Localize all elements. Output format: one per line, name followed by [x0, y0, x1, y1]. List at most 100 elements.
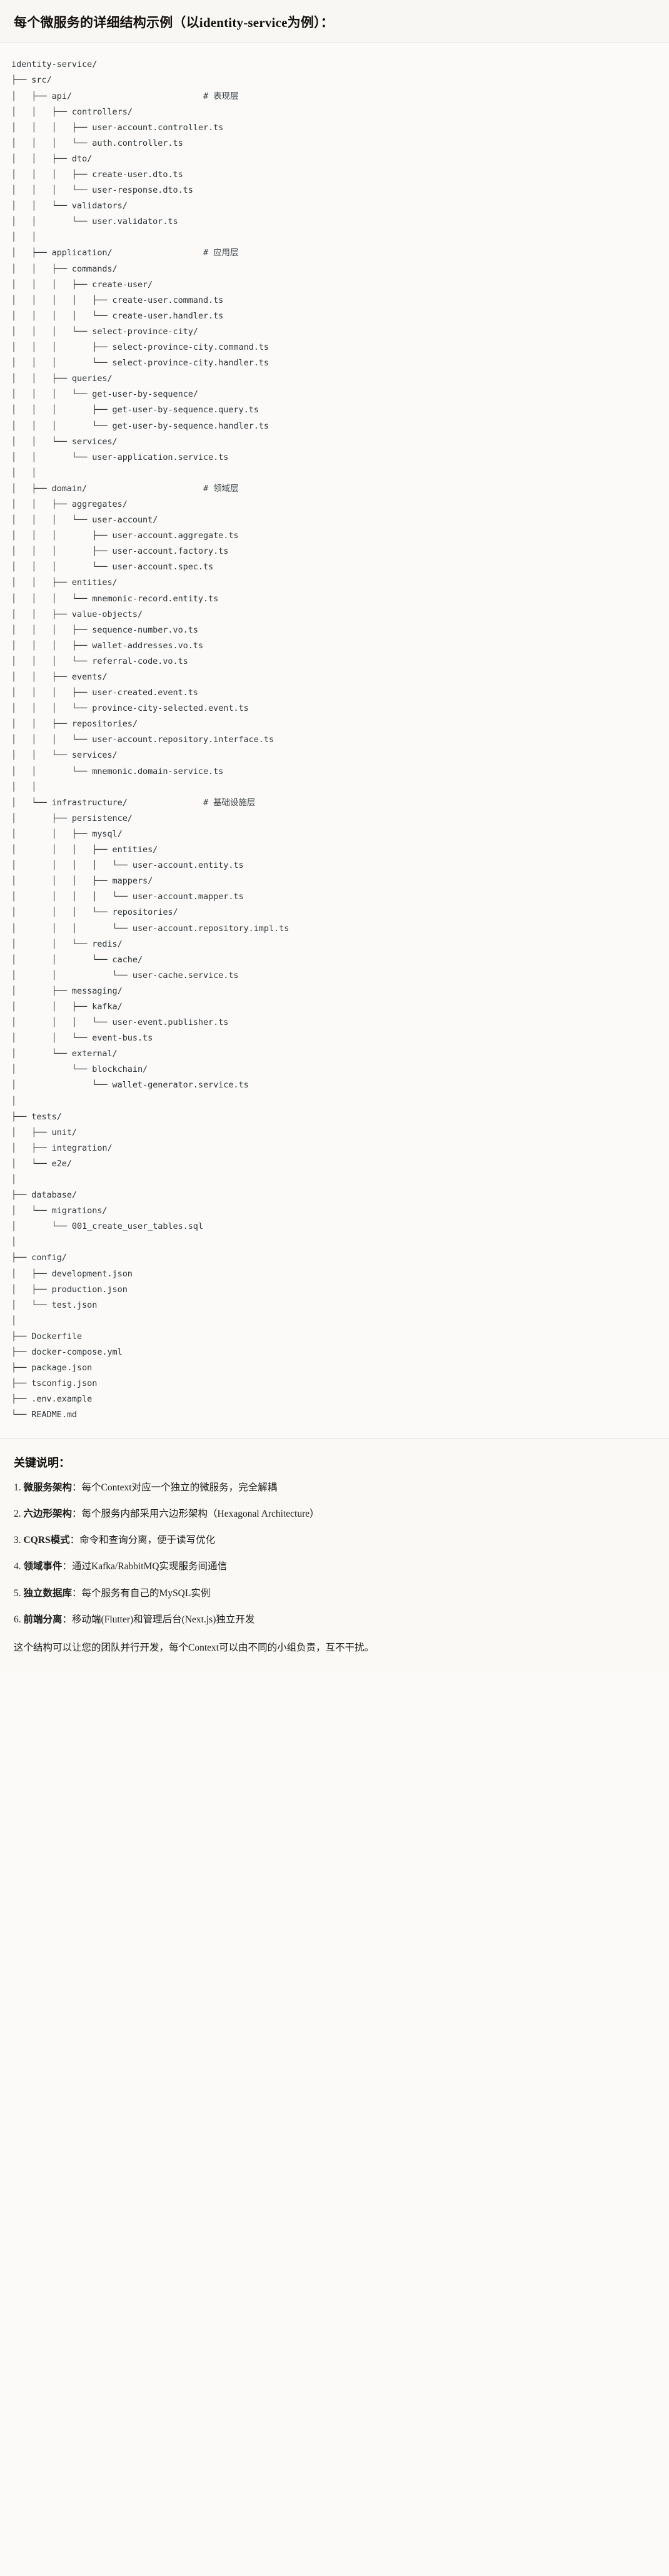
key-point-separator: ： [69, 1535, 80, 1545]
tree-line: │ │ ├── repositories/ [11, 719, 138, 730]
tree-line: │ │ [11, 781, 37, 792]
tree-line-comment: # 表现层 [203, 91, 239, 101]
tree-line: │ ├── integration/ [11, 1143, 113, 1153]
notes-divider [0, 1438, 669, 1439]
tree-line: │ │ └── redis/ [11, 939, 123, 949]
key-point-separator: ： [62, 1561, 73, 1572]
tree-line: │ [11, 1315, 17, 1326]
tree-line: ├── config/ [11, 1253, 67, 1263]
tree-line: │ │ │ ├── user-account.controller.ts [11, 122, 224, 133]
tree-line: │ │ │ │ ├── create-user.command.ts [11, 295, 224, 305]
tree-line: │ ├── development.json [11, 1268, 133, 1279]
tree-line: │ │ ├── dto/ [11, 153, 93, 164]
key-point-description: 每个服务内部采用六边形架构（Hexagonal Architecture） [81, 1508, 319, 1519]
tree-line: ├── tsconfig.json [11, 1378, 98, 1389]
tree-line: │ └── e2e/ [11, 1158, 72, 1169]
tree-line: │ │ └── services/ [11, 436, 118, 447]
document-page: 每个微服务的详细结构示例（以identity-service为例）： ident… [0, 15, 669, 1672]
tree-line: │ │ │ └── auth.controller.ts [11, 138, 183, 148]
tree-line: │ │ │ ├── create-user/ [11, 279, 153, 290]
key-points-title: 关键说明： [14, 1456, 70, 1469]
tree-line-path: │ ├── domain/ [11, 483, 203, 494]
tree-line: │ │ │ └── user-account/ [11, 515, 158, 526]
tree-line: │ │ │ │ └── create-user.handler.ts [11, 310, 224, 321]
tree-line: │ ├── production.json [11, 1284, 128, 1295]
tree-line-comment: # 领域层 [203, 483, 239, 494]
tree-line: │ ├── messaging/ [11, 985, 123, 996]
key-point-description: 命令和查询分离，便于读写优化 [79, 1535, 216, 1545]
tree-line: │ │ ├── kafka/ [11, 1001, 123, 1012]
tree-line: │ │ │ ├── wallet-addresses.vo.ts [11, 640, 203, 651]
tree-line: │ │ ├── commands/ [11, 263, 118, 274]
tree-line: │ │ └── mnemonic.domain-service.ts [11, 766, 224, 776]
tree-line: │ │ │ ├── user-created.event.ts [11, 688, 198, 698]
key-point-term: 领域事件 [23, 1561, 63, 1572]
key-point-item: 3. CQRS模式：命令和查询分离，便于读写优化 [14, 1533, 655, 1547]
directory-tree-block: identity-service/ ├── src/ │ ├── api/ # 表现… [0, 43, 669, 1436]
key-point-description: 每个服务有自己的MySQL实例 [81, 1587, 211, 1599]
tree-line: │ │ ├── queries/ [11, 374, 113, 384]
tree-line: │ │ [11, 467, 37, 478]
tree-line: │ └── wallet-generator.service.ts [11, 1080, 249, 1091]
tree-line: │ │ │ ├── mappers/ [11, 876, 153, 887]
key-point-description: 通过Kafka/RabbitMQ实现服务间通信 [72, 1561, 228, 1572]
tree-line: ├── .env.example [11, 1394, 93, 1405]
tree-line: │ │ [11, 232, 37, 243]
key-point-separator: ： [72, 1587, 82, 1599]
tree-line: │ │ ├── mysql/ [11, 828, 123, 839]
key-point-item: 5. 独立数据库：每个服务有自己的MySQL实例 [14, 1586, 655, 1601]
tree-line: │ │ │ │ └── user-account.entity.ts [11, 860, 244, 871]
tree-line: │ │ │ └── repositories/ [11, 907, 178, 918]
key-point-description: 每个Context对应一个独立的微服务，完全解耦 [81, 1482, 278, 1493]
directory-tree: identity-service/ ├── src/ │ ├── api/ # 表现… [11, 57, 658, 1423]
closing-statement: 这个结构可以让您的团队并行开发，每个Context可以由不同的小组负责，互不干扰… [14, 1642, 375, 1653]
key-point-term: 前端分离 [23, 1614, 63, 1625]
tree-line: │ │ │ └── referral-code.vo.ts [11, 656, 188, 666]
tree-line: │ │ │ └── user-event.publisher.ts [11, 1017, 229, 1028]
tree-line-comment: # 基础设施层 [203, 797, 256, 808]
tree-line: ├── tests/ [11, 1111, 62, 1122]
tree-line: │ ├── api/ # 表现层 [11, 89, 658, 104]
key-point-term: 微服务架构 [23, 1482, 73, 1493]
tree-line: │ [11, 1096, 17, 1106]
tree-line: │ │ ├── value-objects/ [11, 609, 143, 619]
page-title: 每个微服务的详细结构示例（以identity-service为例）： [14, 15, 334, 30]
key-point-description: 移动端(Flutter)和管理后台(Next.js)独立开发 [72, 1614, 255, 1625]
tree-line: │ ├── unit/ [11, 1127, 78, 1138]
tree-line: │ └── blockchain/ [11, 1064, 148, 1075]
key-point-separator: ： [72, 1482, 82, 1493]
tree-line: │ │ ├── entities/ [11, 578, 118, 588]
tree-line: │ │ │ ├── user-account.factory.ts [11, 546, 229, 557]
tree-line-path: │ ├── application/ [11, 248, 203, 258]
tree-line: ├── src/ [11, 75, 52, 86]
tree-line: │ │ └── user-application.service.ts [11, 452, 229, 462]
key-point-number: 5. [14, 1587, 24, 1599]
tree-line-path: │ └── infrastructure/ [11, 797, 203, 808]
tree-line: identity-service/ [11, 59, 98, 70]
key-point-number: 6. [14, 1614, 24, 1625]
tree-line: │ [11, 1174, 17, 1184]
key-points-list: 1. 微服务架构：每个Context对应一个独立的微服务，完全解耦 2. 六边形架… [14, 1480, 655, 1627]
tree-line: │ └── 001_create_user_tables.sql [11, 1221, 203, 1232]
key-point-separator: ： [62, 1614, 73, 1625]
tree-line: ├── docker-compose.yml [11, 1347, 123, 1358]
tree-line-path: │ ├── api/ [11, 91, 203, 101]
tree-line: │ │ │ └── province-city-selected.event.t… [11, 703, 249, 714]
tree-line: ├── Dockerfile [11, 1331, 83, 1341]
tree-line: │ │ ├── aggregates/ [11, 499, 128, 509]
tree-line: │ │ │ └── mnemonic-record.entity.ts [11, 593, 219, 604]
key-point-number: 2. [14, 1508, 24, 1519]
tree-line: │ │ │ └── get-user-by-sequence/ [11, 389, 198, 400]
key-point-term: 六边形架构 [23, 1508, 73, 1519]
tree-line: │ │ │ ├── create-user.dto.ts [11, 170, 183, 180]
tree-line: │ │ │ └── select-province-city/ [11, 326, 198, 337]
key-point-item: 1. 微服务架构：每个Context对应一个独立的微服务，完全解耦 [14, 1480, 655, 1495]
tree-line: │ │ │ ├── sequence-number.vo.ts [11, 624, 198, 635]
key-point-item: 4. 领域事件：通过Kafka/RabbitMQ实现服务间通信 [14, 1559, 655, 1574]
tree-line: │ │ │ ├── entities/ [11, 845, 158, 855]
tree-line: │ │ └── user.validator.ts [11, 216, 178, 227]
tree-line: │ │ └── validators/ [11, 201, 128, 211]
key-points-section: 关键说明： 1. 微服务架构：每个Context对应一个独立的微服务，完全解耦 2… [0, 1438, 669, 1672]
tree-line: │ [11, 1237, 17, 1248]
tree-line: │ ├── application/ # 应用层 [11, 245, 658, 261]
